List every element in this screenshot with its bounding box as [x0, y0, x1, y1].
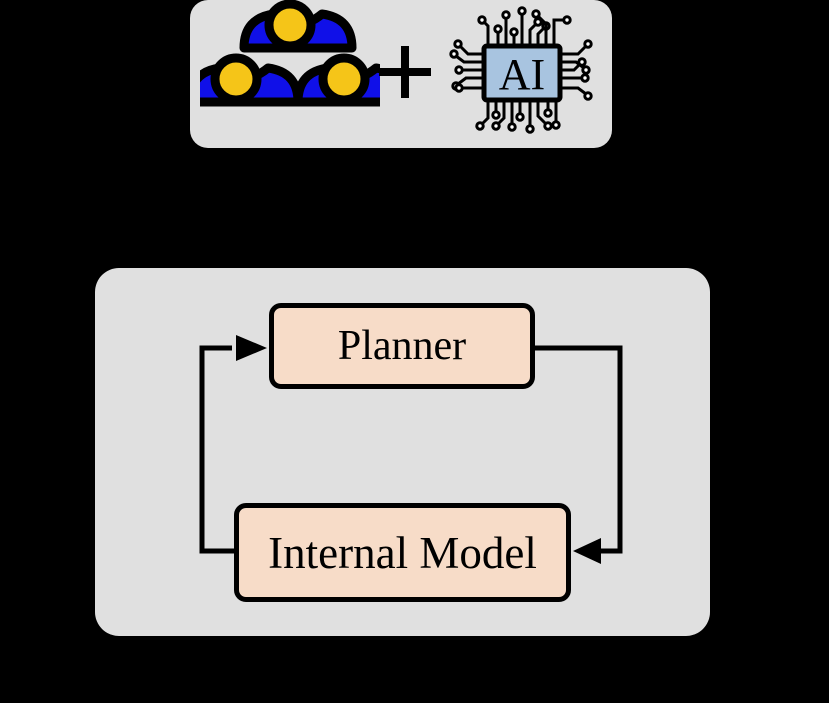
- ai-chip-label: AI: [499, 50, 545, 99]
- planner-label: Planner: [337, 323, 467, 369]
- humans-plus-ai-content: AI: [190, 0, 612, 148]
- planner-node[interactable]: Planner: [269, 303, 535, 389]
- people-group-icon: [200, 0, 380, 107]
- internal-model-node[interactable]: Internal Model: [234, 503, 571, 602]
- ai-chip-icon: AI: [449, 6, 593, 134]
- plus-icon: [379, 46, 431, 98]
- internal-model-label: Internal Model: [268, 527, 537, 578]
